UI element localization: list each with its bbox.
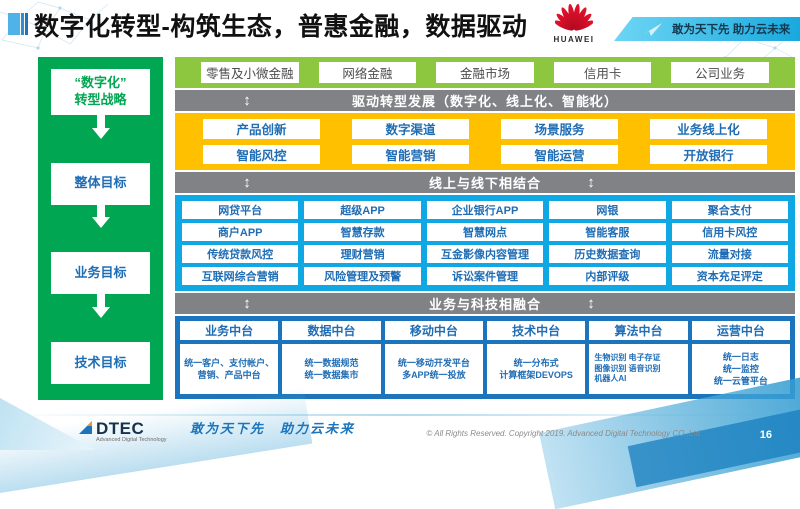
application-box: 资本充足评定 (671, 267, 788, 285)
business-line-box: 网络金融 (318, 62, 417, 83)
business-line-box: 公司业务 (671, 62, 769, 83)
application-box: 理财营销 (304, 245, 421, 263)
transformation-box: 业务线上化 (650, 119, 767, 139)
application-box: 智慧存款 (304, 223, 421, 241)
applications-section: 网贷平台 超级APP 企业银行APP 网银 聚合支付 商户APP 智慧存款 智慧… (175, 195, 795, 291)
platform-header: 技术中台 (487, 321, 586, 340)
platform-detail: 统一日志 统一监控 统一云管平台 (691, 344, 790, 394)
platform-header: 运营中台 (691, 321, 790, 340)
transformation-box: 开放银行 (650, 144, 767, 164)
platform-detail: 生物识别 电子存证 图像识别 语音识别 机器人AI (589, 344, 688, 394)
swoosh-decoration (0, 386, 313, 500)
banner-slogan: 敢为天下先 助力云未来 (672, 24, 791, 36)
application-box: 网贷平台 (182, 201, 299, 219)
updown-arrow-icon: ↕ (243, 295, 252, 312)
adtec-logo-text: DTEC (96, 418, 145, 438)
platform-header: 移动中台 (384, 321, 483, 340)
platform-header: 业务中台 (180, 321, 279, 340)
business-line-box: 金融市场 (436, 62, 534, 83)
transformation-box: 智能运营 (501, 144, 618, 164)
application-box: 历史数据查询 (549, 245, 666, 263)
transformation-section: 产品创新 数字渠道 场景服务 业务线上化 智能风控 智能营销 智能运营 开放银行 (175, 113, 795, 170)
middle-platform-section: 业务中台 统一客户、支付帐户、营销、产品中台 数据中台 统一数据规范 统一数据集… (175, 316, 795, 399)
application-box: 网银 (549, 201, 666, 219)
application-box: 智慧网点 (426, 223, 544, 241)
platform-detail: 统一移动开发平台 多APP统一投放 (384, 344, 483, 394)
huawei-logo: HUAWEI (546, 3, 602, 44)
application-box: 传统贷款风控 (182, 245, 299, 263)
application-box: 内部评级 (549, 267, 666, 285)
transformation-box: 智能风控 (203, 144, 320, 164)
platform-column: 数据中台 统一数据规范 统一数据集市 (282, 321, 381, 394)
application-box: 互联网综合营销 (182, 267, 299, 285)
platform-column: 算法中台 生物识别 电子存证 图像识别 语音识别 机器人AI (589, 321, 688, 394)
application-box: 互金影像内容管理 (426, 245, 544, 263)
transformation-box: 智能营销 (352, 144, 469, 164)
title-bullet-icon (8, 13, 28, 35)
application-box: 风险管理及预警 (304, 267, 421, 285)
application-box: 企业银行APP (426, 201, 544, 219)
platform-detail: 统一客户、支付帐户、营销、产品中台 (180, 344, 279, 394)
online-offline-bar: ↕ 线上与线下相结合 ↕ (175, 172, 795, 193)
application-box: 诉讼案件管理 (426, 267, 544, 285)
transformation-box: 场景服务 (501, 119, 618, 139)
business-lines-row: 零售及小微金融 网络金融 金融市场 信用卡 公司业务 (175, 57, 795, 88)
business-line-box: 零售及小微金融 (201, 62, 299, 83)
footer-slogan: 敢为天下先 助力云未来 (190, 421, 356, 436)
swoosh-decoration (627, 406, 800, 488)
platform-column: 技术中台 统一分布式 计算框架DEVOPS (487, 321, 586, 394)
application-box: 商户APP (182, 223, 299, 241)
drive-transform-bar: ↕ 驱动转型发展（数字化、线上化、智能化） ↕ (175, 90, 795, 111)
overall-goal-box: 整体目标 (51, 162, 150, 205)
platform-detail: 统一数据规范 统一数据集市 (282, 344, 381, 394)
platform-detail: 统一分布式 计算框架DEVOPS (487, 344, 586, 394)
application-box: 智能客服 (549, 223, 666, 241)
updown-arrow-icon: ↕ (587, 295, 596, 312)
tech-goal-box: 技术目标 (51, 341, 150, 384)
platform-column: 移动中台 统一移动开发平台 多APP统一投放 (384, 321, 483, 394)
slogan-banner: 敢为天下先 助力云未来 (614, 17, 800, 41)
business-goal-box: 业务目标 (51, 252, 150, 295)
tech-fusion-bar: ↕ 业务与科技相融合 ↕ (175, 293, 795, 314)
adtec-logo: DTEC Advanced Digital Technology (78, 420, 167, 444)
strategy-box: “数字化” 转型战略 (51, 69, 150, 115)
updown-arrow-icon: ↕ (587, 174, 596, 191)
platform-column: 业务中台 统一客户、支付帐户、营销、产品中台 (180, 321, 279, 394)
adtec-logo-subtext: Advanced Digital Technology (96, 436, 167, 443)
business-line-box: 信用卡 (553, 62, 652, 83)
huawei-logo-text: HUAWEI (553, 35, 595, 44)
updown-arrow-icon: ↕ (243, 92, 252, 109)
application-box: 聚合支付 (671, 201, 788, 219)
strategy-panel: “数字化” 转型战略 整体目标 业务目标 技术目标 (38, 57, 163, 400)
paper-plane-icon (642, 22, 662, 36)
platform-header: 数据中台 (282, 321, 381, 340)
platform-column: 运营中台 统一日志 统一监控 统一云管平台 (691, 321, 790, 394)
architecture-diagram: 零售及小微金融 网络金融 金融市场 信用卡 公司业务 ↕ 驱动转型发展（数字化、… (175, 57, 795, 399)
online-offline-label: 线上与线下相结合 (428, 176, 541, 191)
application-box: 信用卡风控 (671, 223, 788, 241)
updown-arrow-icon: ↕ (243, 174, 252, 191)
tech-fusion-label: 业务与科技相融合 (428, 297, 541, 312)
swoosh-decoration (0, 414, 800, 416)
copyright-text: © All Rights Reserved. Copyright 2019. A… (426, 429, 700, 438)
transformation-box: 产品创新 (203, 119, 320, 139)
updown-arrow-icon: ↕ (587, 92, 596, 109)
transformation-box: 数字渠道 (352, 119, 469, 139)
page-title: 数字化转型-构筑生态，普惠金融，数据驱动 (34, 13, 528, 41)
page-number: 16 (759, 429, 772, 441)
drive-transform-label: 驱动转型发展（数字化、线上化、智能化） (351, 94, 618, 109)
huawei-flower-icon (554, 3, 594, 31)
application-box: 流量对接 (671, 245, 788, 263)
adtec-triangle-icon (79, 420, 92, 434)
application-box: 超级APP (304, 201, 421, 219)
platform-header: 算法中台 (589, 321, 688, 340)
